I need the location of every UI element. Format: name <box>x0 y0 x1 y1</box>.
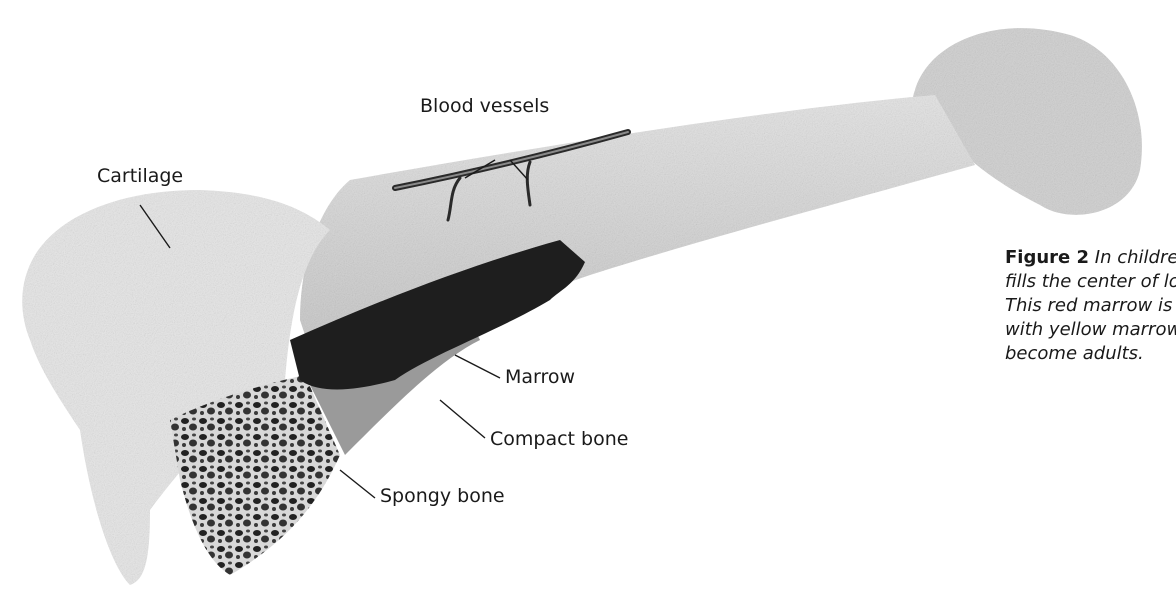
label-compact-bone: Compact bone <box>490 428 628 450</box>
caption-text-5: become adults. <box>1005 342 1176 366</box>
label-cartilage: Cartilage <box>97 165 183 187</box>
label-blood-vessels: Blood vessels <box>420 95 549 117</box>
caption-text-3: This red marrow is repla <box>1005 294 1176 318</box>
caption-text-4: with yellow marrow as c <box>1005 318 1176 342</box>
leader-spongy-bone <box>340 470 375 498</box>
leader-marrow <box>455 355 500 378</box>
caption-text-2: fills the center of long b <box>1005 270 1176 294</box>
leader-compact-bone <box>440 400 485 438</box>
label-marrow: Marrow <box>505 366 575 388</box>
caption-text-1: In children, re <box>1095 247 1176 268</box>
caption-line-1: Figure 2 In children, re <box>1005 246 1176 270</box>
figure-caption: Figure 2 In children, re fills the cente… <box>1005 246 1176 366</box>
caption-figure-number: Figure 2 <box>1005 247 1089 268</box>
label-spongy-bone: Spongy bone <box>380 485 505 507</box>
